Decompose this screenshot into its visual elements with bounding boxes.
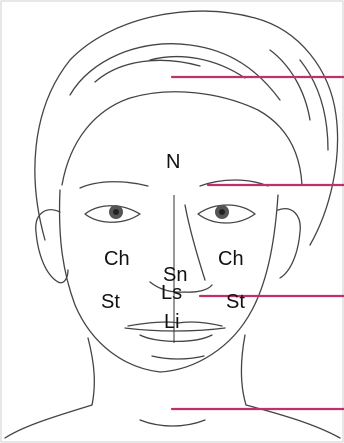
right-pupil (113, 209, 119, 215)
left-ear (278, 209, 300, 278)
chin-line (152, 356, 204, 359)
hair-strand (95, 60, 200, 82)
neck-right (88, 338, 94, 405)
label-labrale-superius: Ls (161, 283, 182, 303)
left-pupil (219, 209, 225, 215)
hairline (62, 92, 302, 185)
hair-strand (270, 50, 310, 120)
right-eyebrow (80, 182, 148, 188)
shoulder-right (5, 405, 92, 438)
label-labrale-inferius: Li (164, 312, 180, 332)
label-nasion: N (166, 152, 180, 172)
label-cheilion-right: Ch (104, 249, 130, 269)
lower-lip (140, 335, 212, 341)
label-cheilion-left: Ch (218, 249, 244, 269)
label-stomion-right: St (101, 292, 120, 312)
label-stomion-left: St (226, 292, 245, 312)
neck-left (241, 335, 246, 405)
hair-strand (300, 60, 328, 150)
collarbone (140, 420, 205, 426)
